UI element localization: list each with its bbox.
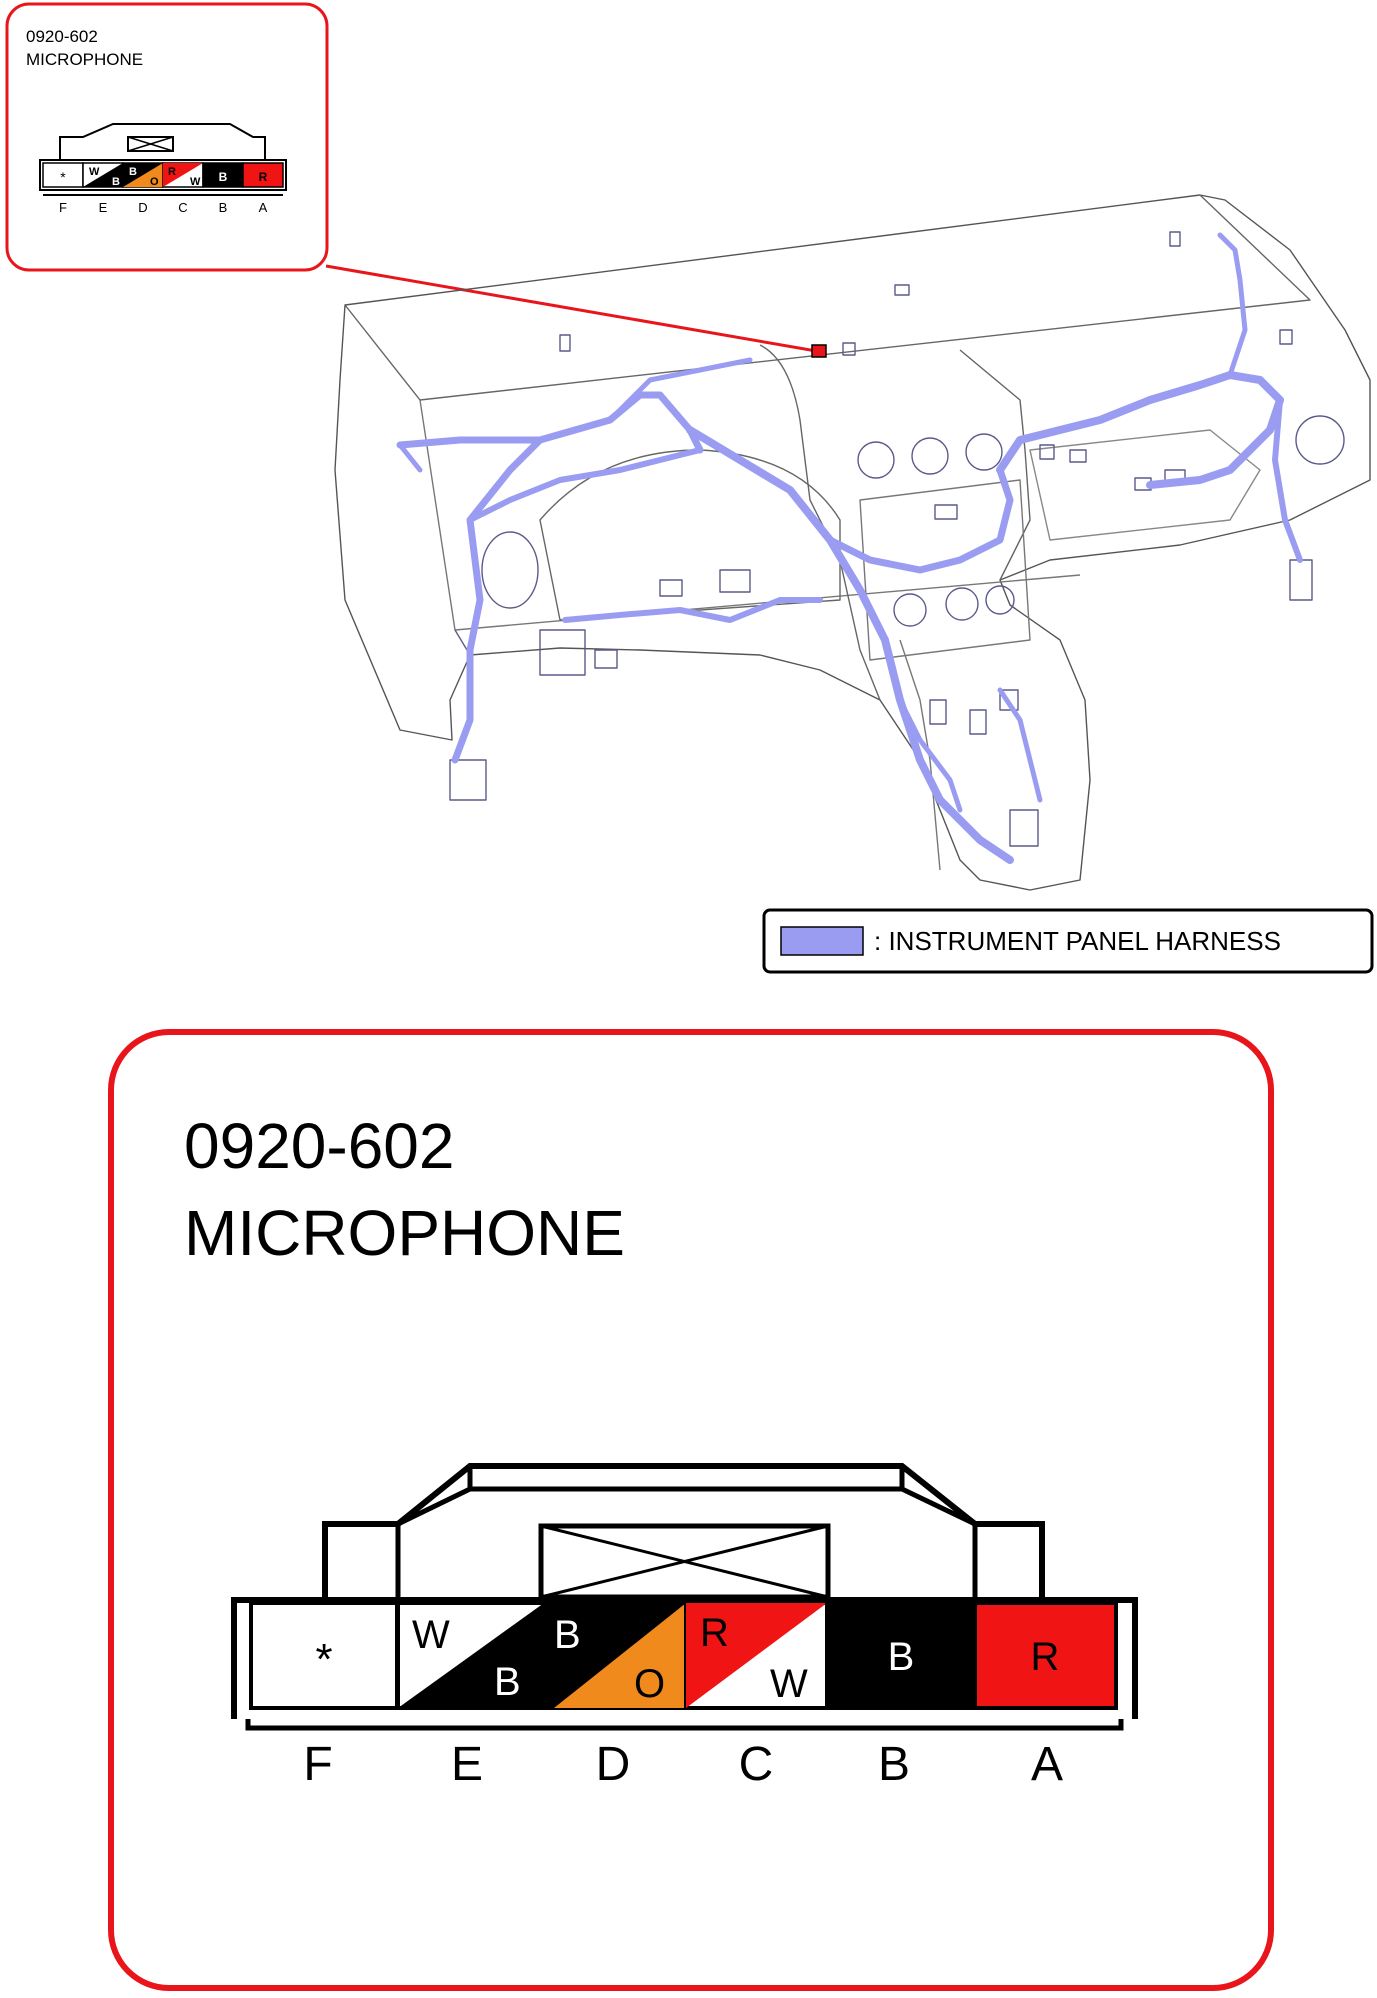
inset-pin-label-d: D <box>138 200 147 215</box>
instrument-panel-harness <box>396 232 1303 864</box>
legend-box <box>762 908 1374 974</box>
inset-cavity-b-wire: B <box>219 170 228 184</box>
pin-label-b: B <box>878 1738 910 1791</box>
inset-connector: * W B B O R W B R F E D C B A <box>39 123 287 215</box>
cavity-e-lower-wire: B <box>494 1660 521 1704</box>
inset-pin-label-a: A <box>259 200 268 215</box>
callout-leader-line <box>325 264 823 354</box>
pin-label-a: A <box>1031 1738 1063 1791</box>
instrument-panel-illustration <box>334 194 1371 891</box>
inset-cavity-b <box>202 162 244 188</box>
inset-cavity-a-wire: R <box>259 170 268 184</box>
inset-pin-label-e: E <box>99 200 108 215</box>
cavity-a-wire: R <box>1031 1635 1060 1679</box>
detail-frame <box>108 1029 1274 1991</box>
cavity-f-wire: * <box>315 1635 332 1684</box>
pin-label-d: D <box>596 1738 631 1791</box>
inset-cavity-f-wire: * <box>60 169 66 185</box>
cavity-c-upper-wire: R <box>700 1611 729 1655</box>
legend-harness-swatch <box>780 926 864 956</box>
inset-cavity-c-upper: R <box>168 166 176 178</box>
cavity-d-upper-wire: B <box>554 1613 581 1657</box>
legend-label: : INSTRUMENT PANEL HARNESS <box>874 926 1281 956</box>
inset-cavity-e-upper: W <box>89 166 100 178</box>
detail-name: MICROPHONE <box>184 1197 625 1269</box>
inset-pin-label-c: C <box>178 200 187 215</box>
inset-pin-label-b: B <box>219 200 228 215</box>
pin-label-e: E <box>451 1738 483 1791</box>
pin-label-c: C <box>739 1738 774 1791</box>
pin-label-f: F <box>303 1738 332 1791</box>
inset-pin-label-f: F <box>59 200 67 215</box>
cavity-a <box>973 1601 1118 1710</box>
inset-name: MICROPHONE <box>26 50 143 69</box>
cavity-b <box>825 1601 977 1710</box>
detail-code: 0920-602 <box>184 1110 454 1182</box>
inset-cavity-f <box>42 162 84 188</box>
cavity-d-lower-wire: O <box>634 1662 665 1706</box>
inset-cavity-c-lower: W <box>190 176 201 188</box>
inset-code: 0920-602 <box>26 27 98 46</box>
inset-cavity-e-lower: B <box>112 176 120 188</box>
inset-cavity-d-lower: O <box>150 176 159 188</box>
inset-cavity-a <box>242 162 284 188</box>
microphone-connector-marker <box>811 344 827 358</box>
detail-view: 0920-602 MICROPHONE * W B <box>108 1029 1274 1991</box>
legend: : INSTRUMENT PANEL HARNESS <box>762 908 1374 974</box>
inset-callout: 0920-602 MICROPHONE * W B B O R W <box>5 2 329 272</box>
cavity-c-lower-wire: W <box>770 1662 808 1706</box>
cavity-b-wire: B <box>888 1635 915 1679</box>
cavity-e-upper-wire: W <box>412 1613 450 1657</box>
cavity-f <box>249 1601 399 1710</box>
inset-cavity-d-upper: B <box>129 166 137 178</box>
detail-connector: * W B B O R W B R F E D <box>231 1463 1138 1791</box>
